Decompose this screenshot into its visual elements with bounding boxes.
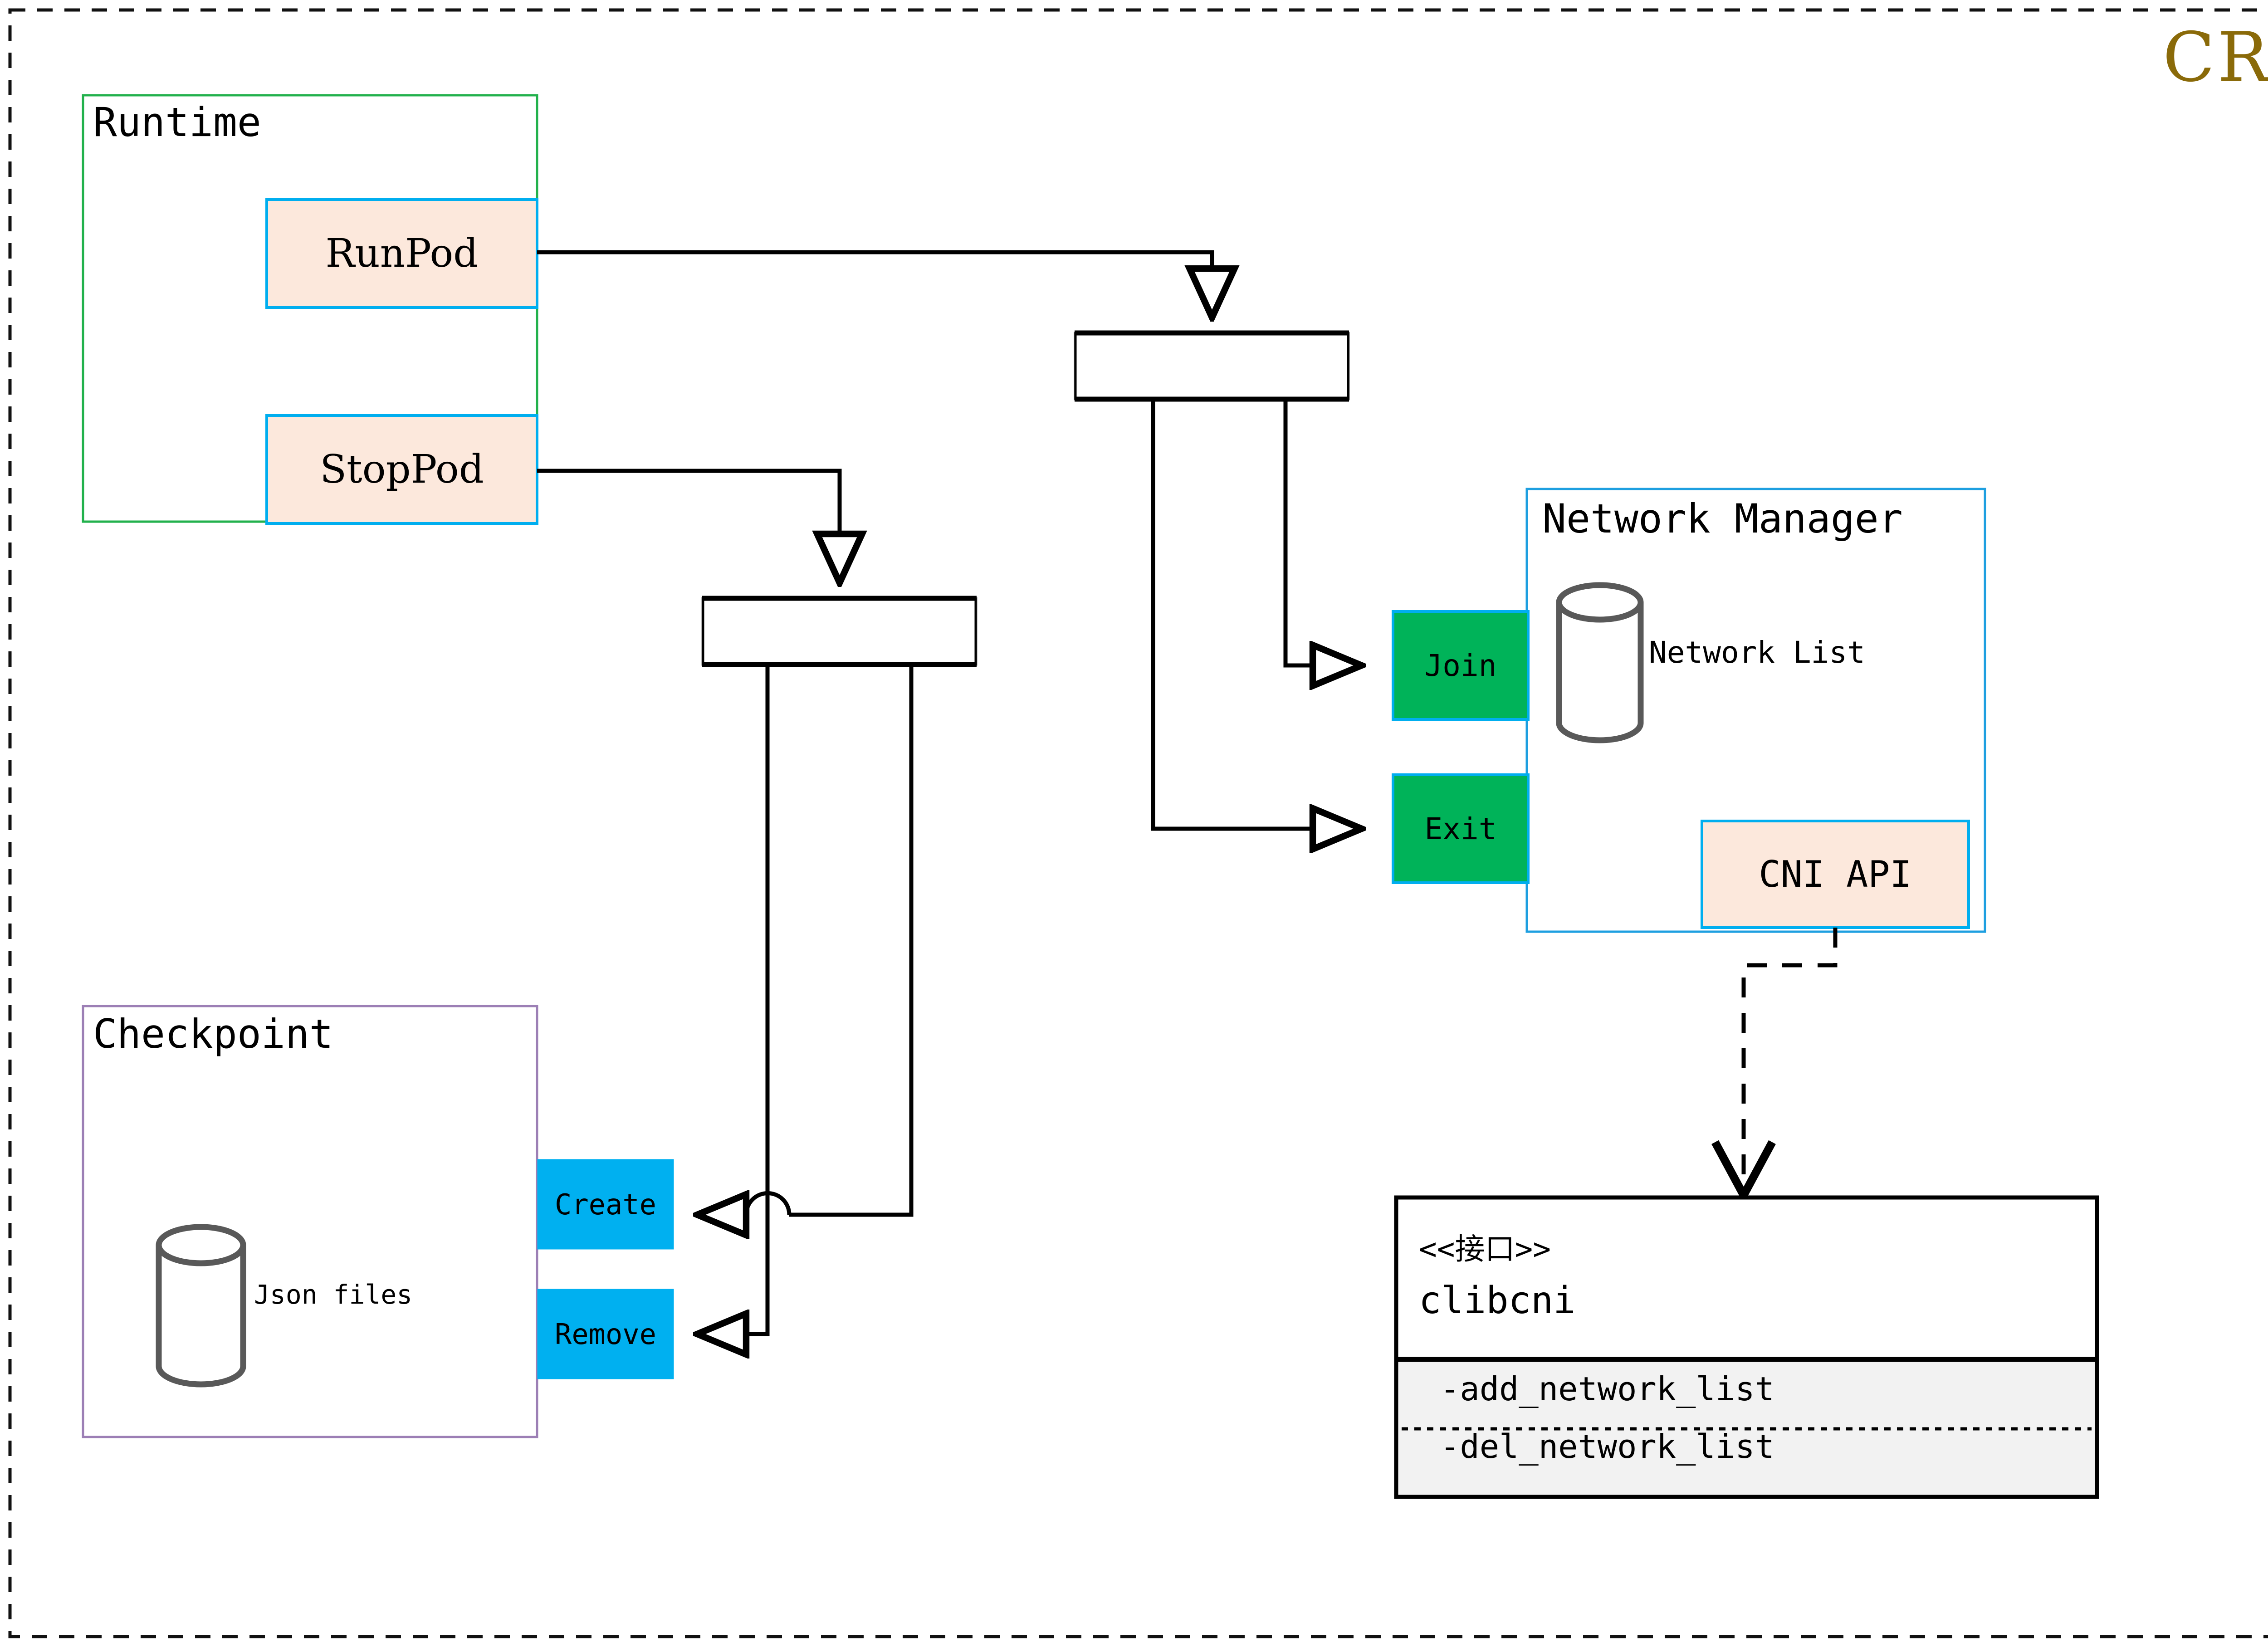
runtime-group-label: Runtime [93, 99, 261, 146]
page-title: CRI [2163, 18, 2268, 97]
remove-box [537, 1289, 674, 1379]
interface-stereotype: <<接口>> [1419, 1232, 1551, 1266]
edge-runpod-to-fork-top [537, 250, 1212, 318]
interface-name: clibcni [1419, 1279, 1576, 1322]
network-list-cylinder-icon [1556, 582, 1644, 743]
network-manager-group-label: Network Manager [1542, 495, 1903, 542]
exit-box [1392, 773, 1530, 884]
edge-stoppod-to-fork-middle [537, 469, 840, 583]
edge-cniapi-to-clibcni-dashed [1744, 928, 1838, 1195]
exit-label[interactable]: Exit [1424, 811, 1497, 846]
cni-api-box [1701, 820, 1970, 929]
fork-bar-top [1074, 330, 1350, 402]
cni-api-label[interactable]: CNI API [1759, 853, 1912, 895]
fork-bar-middle [701, 596, 978, 667]
interface-method-add: -add_network_list [1440, 1370, 1774, 1408]
checkpoint-group-box [82, 1005, 538, 1438]
run-pod-label[interactable]: RunPod [325, 231, 479, 276]
join-box [1392, 610, 1530, 721]
create-box [537, 1159, 674, 1250]
run-pod-box [265, 198, 538, 309]
remove-label[interactable]: Remove [555, 1317, 656, 1351]
checkpoint-group-label: Checkpoint [93, 1011, 333, 1057]
create-label[interactable]: Create [555, 1188, 656, 1221]
json-files-label: Json files [254, 1279, 413, 1310]
edge-fork-top-left-to-exit [1151, 400, 1362, 829]
edge-fork-middle-right-to-create [789, 665, 914, 1217]
join-label[interactable]: Join [1424, 648, 1497, 683]
edge-fork-middle-left-to-remove [697, 665, 770, 1334]
edge-fork-top-right-to-join [1283, 400, 1362, 665]
network-list-label: Network List [1649, 635, 1865, 670]
json-files-cylinder-icon [156, 1224, 246, 1388]
interface-method-del: -del_network_list [1440, 1427, 1774, 1466]
canvas-dashed-border [8, 8, 2268, 1638]
stop-pod-label[interactable]: StopPod [320, 447, 484, 492]
stop-pod-box [265, 414, 538, 525]
clibcni-interface-box [1394, 1195, 2099, 1499]
